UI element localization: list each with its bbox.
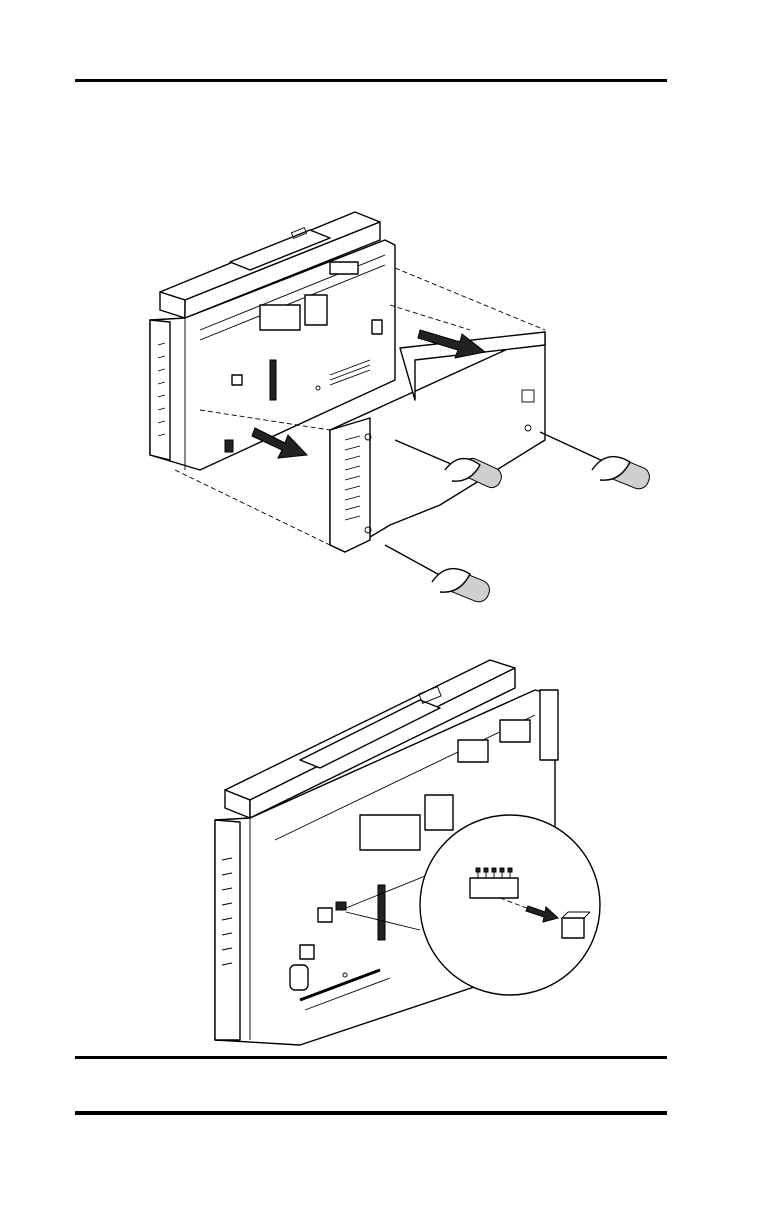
jumper-location	[318, 908, 332, 922]
jumper-header	[470, 868, 518, 898]
screwdriver-icon	[540, 432, 652, 492]
terminal-block	[260, 305, 300, 330]
jumper-icon	[562, 918, 584, 938]
connector	[425, 795, 453, 830]
footer-rule-upper	[75, 1056, 667, 1059]
terminal-block	[360, 815, 420, 850]
ribbon-connector	[270, 360, 276, 400]
connector	[305, 295, 327, 325]
screwdriver-icon	[385, 545, 492, 605]
figure-remove-cover	[0, 190, 775, 610]
figure-remove-jumper	[0, 650, 775, 1050]
header-rule	[75, 79, 667, 82]
footer-rule-lower	[75, 1111, 667, 1115]
